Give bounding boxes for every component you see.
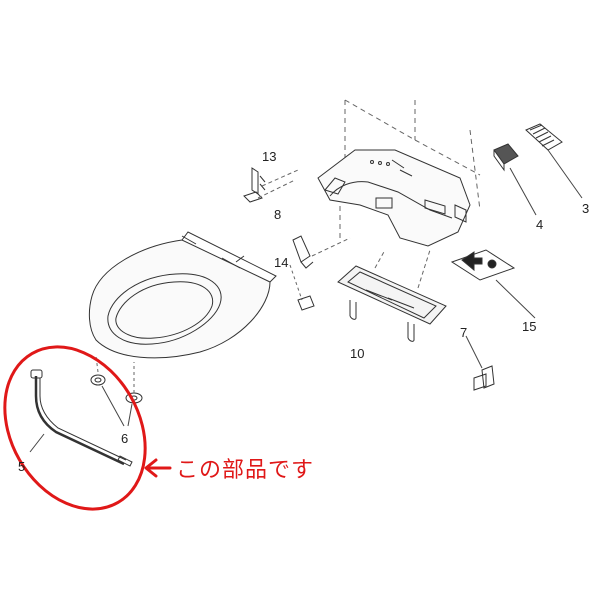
part-4-filter [493, 143, 537, 216]
highlight-callout [3, 345, 172, 511]
part-13-fitting [243, 167, 299, 203]
callout-text: この部品です [176, 458, 315, 483]
part-label-8: 8 [274, 207, 282, 222]
part-14-bracket [289, 264, 315, 311]
part-label-14: 14 [274, 255, 289, 270]
part-label-5: 5 [18, 459, 26, 474]
part-label-7: 7 [460, 325, 468, 340]
part-8-clip [292, 235, 351, 269]
part-10-base-plate [337, 249, 447, 342]
callout-arrow-icon [144, 458, 172, 478]
part-label-6: 6 [121, 431, 129, 446]
part-label-4: 4 [536, 217, 544, 232]
part-6-hinge-caps [90, 355, 143, 427]
part-label-3: 3 [582, 201, 590, 216]
part-5-hose [29, 369, 133, 467]
part-label-10: 10 [350, 346, 365, 361]
part-15-label-sheet [450, 249, 536, 319]
part-label-13: 13 [262, 149, 277, 164]
highlight-circle [3, 345, 147, 511]
part-label-15: 15 [522, 319, 537, 334]
main-body-unit [317, 99, 481, 247]
part-3-grill [525, 123, 583, 199]
toilet-seat [88, 231, 277, 359]
part-7-connector [465, 335, 495, 391]
